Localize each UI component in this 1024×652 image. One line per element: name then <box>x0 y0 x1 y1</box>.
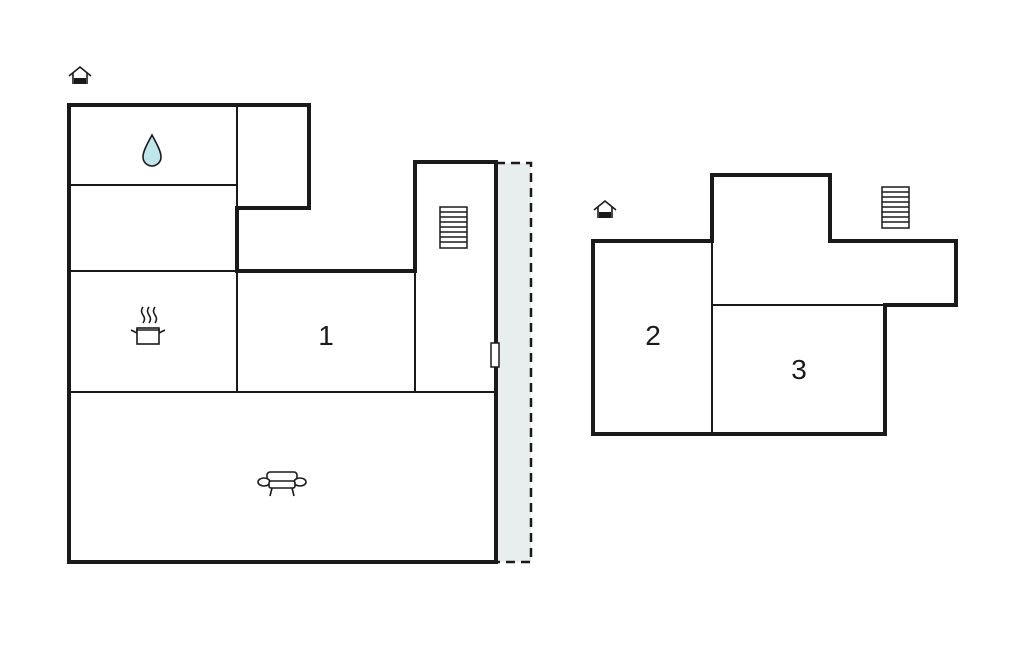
house-icon <box>68 65 92 84</box>
door-icon <box>490 342 500 368</box>
room-1-label: 1 <box>318 320 334 351</box>
staircase-icon <box>439 206 468 249</box>
upper-floor: 2 3 <box>591 173 958 436</box>
sofa-icon <box>257 471 307 497</box>
water-drop-icon <box>142 133 162 167</box>
ground-floor-outer-wall <box>67 103 498 564</box>
room-2-label: 2 <box>645 320 661 351</box>
terrace <box>496 163 531 562</box>
upper-floor-outer-wall <box>591 173 958 436</box>
cooking-pot-icon <box>130 306 166 345</box>
ground-floor: 1 <box>67 65 533 564</box>
room-3-label: 3 <box>791 354 807 385</box>
terrace-outline <box>496 161 533 564</box>
staircase-icon <box>881 186 910 229</box>
house-icon <box>593 199 617 218</box>
